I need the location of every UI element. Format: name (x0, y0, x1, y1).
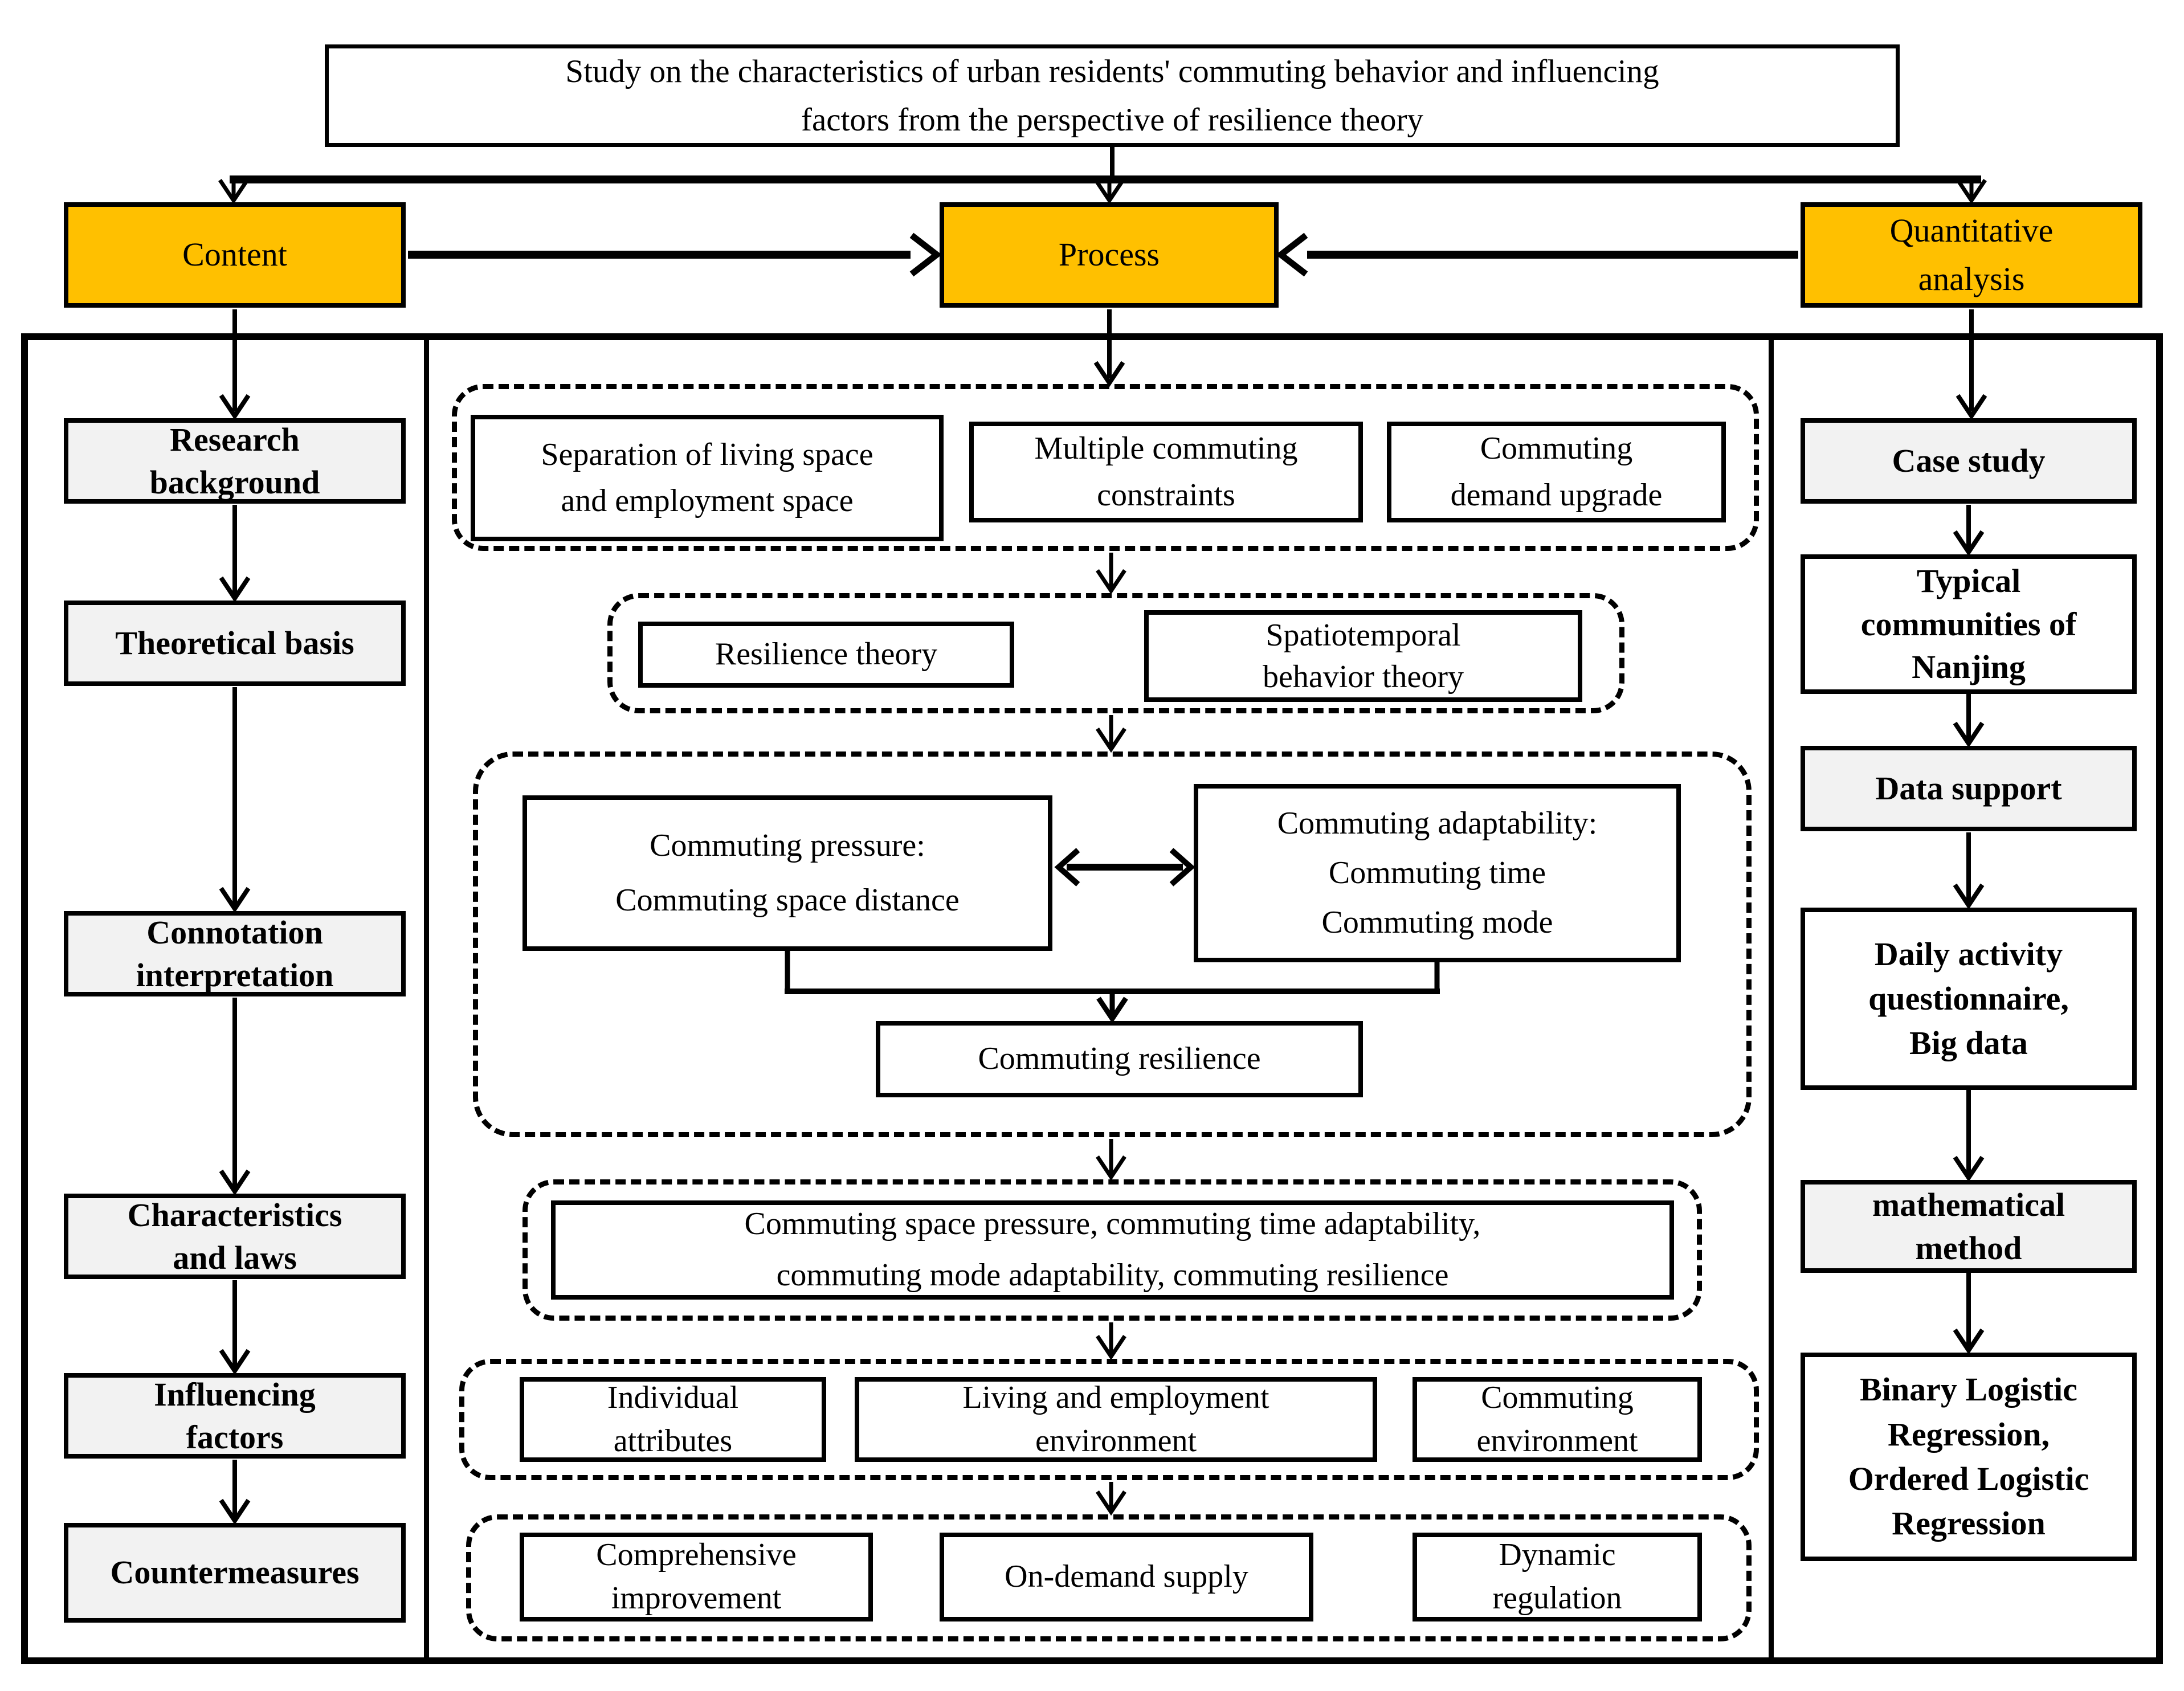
box-logistic-regression-label: Binary Logistic Regression, Ordered Logi… (1848, 1371, 2089, 1542)
dashed-group-indicators (522, 1179, 1702, 1321)
box-commuting-demand-upgrade-label: Commuting demand upgrade (1450, 431, 1663, 513)
box-commuting-resilience: Commuting resilience (876, 1021, 1363, 1097)
content-process-divider (424, 333, 429, 1664)
box-countermeasures-label: Countermeasures (110, 1554, 360, 1591)
box-multiple-commuting-constraints-label: Multiple commuting constraints (1034, 431, 1298, 513)
box-multiple-commuting-constraints: Multiple commuting constraints (969, 422, 1363, 522)
box-on-demand-supply-label: On-demand supply (1005, 1559, 1248, 1595)
box-commuting-indicators: Commuting space pressure, commuting time… (551, 1200, 1674, 1300)
box-logistic-regression: Binary Logistic Regression, Ordered Logi… (1801, 1353, 2137, 1561)
title-text: Study on the characteristics of urban re… (565, 53, 1659, 138)
box-countermeasures: Countermeasures (64, 1523, 406, 1623)
box-comprehensive-improvement: Comprehensive improvement (520, 1533, 873, 1621)
box-dynamic-regulation: Dynamic regulation (1413, 1533, 1702, 1621)
box-commuting-indicators-label: Commuting space pressure, commuting time… (744, 1206, 1481, 1293)
box-dynamic-regulation-label: Dynamic regulation (1492, 1537, 1622, 1616)
box-commuting-adaptability: Commuting adaptability: Commuting time C… (1194, 784, 1681, 962)
branch-quantitative-label: Quantitative analysis (1889, 212, 2054, 297)
box-commuting-pressure-label: Commuting pressure: Commuting space dist… (615, 828, 960, 918)
box-case-study: Case study (1801, 418, 2137, 504)
box-commuting-pressure: Commuting pressure: Commuting space dist… (522, 795, 1052, 951)
branch-process-label: Process (1058, 236, 1160, 273)
box-commuting-environment-label: Commuting environment (1476, 1379, 1638, 1459)
dashed-group-influencing (459, 1359, 1759, 1480)
box-commuting-environment: Commuting environment (1413, 1377, 1702, 1462)
box-daily-activity-data: Daily activity questionnaire, Big data (1801, 908, 2137, 1090)
box-resilience-theory: Resilience theory (638, 622, 1014, 688)
branch-process: Process (940, 202, 1279, 308)
title-box: Study on the characteristics of urban re… (325, 44, 1900, 147)
box-case-study-label: Case study (1892, 442, 2046, 479)
box-connotation-interpretation: Connotation interpretation (64, 911, 406, 996)
box-research-background: Research background (64, 418, 406, 504)
branch-content: Content (64, 202, 406, 308)
box-spatiotemporal-behavior-theory: Spatiotemporal behavior theory (1144, 610, 1582, 702)
box-characteristics-and-laws: Characteristics and laws (64, 1194, 406, 1279)
box-living-employment-environment: Living and employment environment (855, 1377, 1377, 1462)
box-influencing-factors-label: Influencing factors (154, 1375, 316, 1456)
process-quantitative-divider (1769, 333, 1774, 1664)
dashed-group-theories (607, 593, 1624, 713)
box-mathematical-method: mathematical method (1801, 1180, 2137, 1273)
box-theoretical-basis: Theoretical basis (64, 601, 406, 686)
box-living-employment-environment-label: Living and employment environment (962, 1379, 1269, 1459)
box-characteristics-and-laws-label: Characteristics and laws (127, 1196, 342, 1276)
box-commuting-adaptability-label: Commuting adaptability: Commuting time C… (1277, 806, 1598, 940)
box-typical-communities: Typical communities of Nanjing (1801, 554, 2137, 694)
box-typical-communities-label: Typical communities of Nanjing (1860, 562, 2077, 686)
box-data-support: Data support (1801, 746, 2137, 831)
box-commuting-demand-upgrade: Commuting demand upgrade (1387, 422, 1726, 522)
box-commuting-resilience-label: Commuting resilience (978, 1041, 1261, 1077)
box-separation-living-employment-label: Separation of living space and employmen… (541, 436, 873, 518)
columns-frame (21, 333, 2163, 1664)
box-resilience-theory-label: Resilience theory (715, 636, 938, 672)
box-comprehensive-improvement-label: Comprehensive improvement (596, 1537, 797, 1616)
box-daily-activity-data-label: Daily activity questionnaire, Big data (1868, 935, 2069, 1062)
branch-quantitative: Quantitative analysis (1801, 202, 2142, 308)
dashed-group-countermeasures (466, 1514, 1752, 1641)
box-research-background-label: Research background (149, 420, 320, 501)
box-individual-attributes-label: Individual attributes (607, 1379, 739, 1459)
dashed-group-resilience-model (473, 751, 1752, 1137)
box-separation-living-employment: Separation of living space and employmen… (471, 415, 944, 541)
branch-content-label: Content (182, 236, 287, 273)
box-spatiotemporal-behavior-theory-label: Spatiotemporal behavior theory (1263, 617, 1464, 695)
box-mathematical-method-label: mathematical method (1872, 1186, 2065, 1267)
box-individual-attributes: Individual attributes (520, 1377, 826, 1462)
box-data-support-label: Data support (1875, 769, 2062, 807)
box-theoretical-basis-label: Theoretical basis (115, 624, 354, 661)
box-connotation-interpretation-label: Connotation interpretation (136, 913, 334, 994)
box-on-demand-supply: On-demand supply (940, 1533, 1313, 1621)
box-influencing-factors: Influencing factors (64, 1373, 406, 1459)
